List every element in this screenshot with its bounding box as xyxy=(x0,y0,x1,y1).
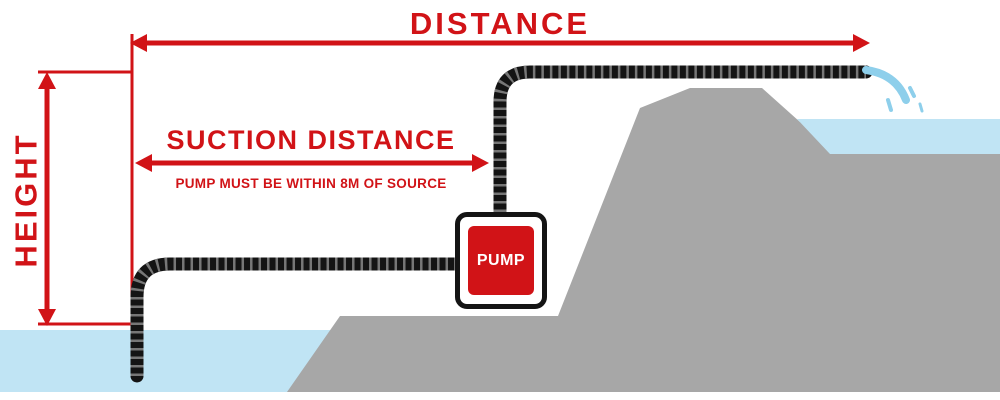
distance-arrowhead-right xyxy=(853,34,870,52)
water-droplet xyxy=(918,102,924,113)
outlet-spout xyxy=(862,66,910,104)
water-droplet xyxy=(908,86,916,98)
suction-arrowhead-right xyxy=(472,154,489,172)
height-arrowhead-bottom xyxy=(38,309,56,326)
terrain-hill xyxy=(287,88,1000,392)
water-droplet xyxy=(886,98,893,112)
distance-arrowhead-left xyxy=(130,34,147,52)
distance-label: DISTANCE xyxy=(409,6,591,41)
pump-unit: PUMP xyxy=(455,212,547,309)
suction-distance-label: SUCTION DISTANCE xyxy=(166,125,456,155)
discharge-hose xyxy=(493,65,873,219)
source-water xyxy=(0,330,332,392)
pump-body: PUMP xyxy=(468,226,534,295)
pump-label: PUMP xyxy=(476,251,526,269)
height-label: HEIGHT xyxy=(8,132,44,268)
suction-arrowhead-left xyxy=(135,154,152,172)
elevated-water xyxy=(797,119,1000,154)
suction-note-label: PUMP MUST BE WITHIN 8M OF SOURCE xyxy=(175,176,447,191)
height-arrowhead-top xyxy=(38,72,56,89)
suction-hose xyxy=(130,257,469,383)
